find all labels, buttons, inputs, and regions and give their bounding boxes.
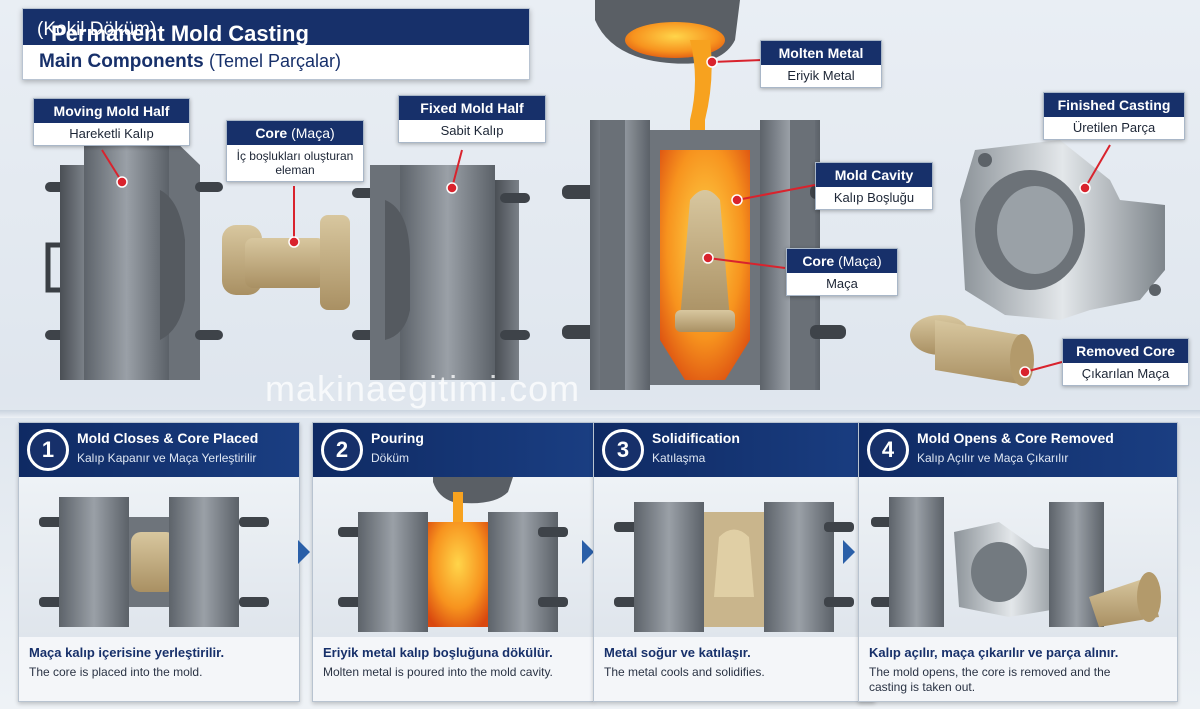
step-title: Pouring bbox=[371, 430, 424, 446]
label-tr: Üretilen Parça bbox=[1072, 120, 1156, 135]
step-text-en: The metal cools and solidifies. bbox=[604, 665, 765, 679]
label-en: Mold Cavity bbox=[816, 163, 932, 187]
step-header: 1 Mold Closes & Core Placed Kalıp Kapanı… bbox=[19, 423, 299, 477]
label-moving-mold-half: Moving Mold Half Hareketli Kalıp bbox=[33, 98, 190, 146]
step-panel-2: 2 Pouring Döküm Eriyik metal kalıp boşlu… bbox=[312, 422, 594, 702]
label-en: Moving Mold Half bbox=[34, 99, 189, 123]
page-title-tr: (Kokil Döküm) bbox=[37, 19, 157, 40]
step-2-illustration bbox=[313, 477, 593, 637]
removed-core-part bbox=[910, 315, 1034, 386]
page-subtitle: Main Components (Temel Parçalar) bbox=[39, 51, 341, 73]
label-tr: Kalıp Boşluğu bbox=[833, 190, 915, 205]
step-text-tr: Eriyik metal kalıp boşluğuna dökülür. bbox=[323, 645, 553, 660]
section-divider bbox=[0, 410, 1200, 418]
subtitle-tr: (Temel Parçalar) bbox=[208, 51, 341, 71]
label-tr: Çıkarılan Maça bbox=[1081, 366, 1170, 381]
title-box: Permanent Mold Casting (Kokil Döküm) Mai… bbox=[22, 8, 530, 80]
step-text-en: The core is placed into the mold. bbox=[29, 665, 203, 679]
step-panel-4: 4 Mold Opens & Core Removed Kalıp Açılır… bbox=[858, 422, 1178, 702]
step-panel-3: 3 Solidification Katılaşma Metal soğur v… bbox=[593, 422, 875, 702]
label-mold-cavity: Mold Cavity Kalıp Boşluğu bbox=[815, 162, 933, 210]
step-title: Solidification bbox=[652, 430, 740, 446]
step-subtitle: Kalıp Açılır ve Maça Çıkarılır bbox=[917, 451, 1069, 465]
label-tr: Hareketli Kalıp bbox=[69, 126, 154, 141]
page-title: Permanent Mold Casting bbox=[51, 21, 309, 46]
step-title: Mold Closes & Core Placed bbox=[77, 430, 259, 446]
finished-casting-part bbox=[960, 140, 1165, 320]
step-header: 3 Solidification Katılaşma bbox=[594, 423, 874, 477]
step-number: 3 bbox=[602, 429, 644, 471]
step-header: 2 Pouring Döküm bbox=[313, 423, 593, 477]
assembled-mold bbox=[562, 120, 846, 390]
step-text-en: Molten metal is poured into the mold cav… bbox=[323, 665, 553, 679]
core-piece bbox=[222, 215, 350, 310]
label-tr: Maça bbox=[826, 276, 858, 291]
subtitle-en: Main Components bbox=[39, 51, 204, 72]
label-en: Core (Maça) bbox=[227, 121, 363, 145]
label-en: Core (Maça) bbox=[787, 249, 897, 273]
label-en: Molten Metal bbox=[761, 41, 881, 65]
step-text-en: The mold opens, the core is removed and … bbox=[869, 665, 1111, 694]
step-3-illustration bbox=[594, 477, 874, 637]
step-title: Mold Opens & Core Removed bbox=[917, 430, 1114, 446]
label-fixed-mold-half: Fixed Mold Half Sabit Kalıp bbox=[398, 95, 546, 143]
step-number: 1 bbox=[27, 429, 69, 471]
arrow-right-icon bbox=[582, 540, 594, 564]
label-core: Core (Maça) İç boşlukları oluşturan elem… bbox=[226, 120, 364, 182]
step-1-illustration bbox=[19, 477, 299, 637]
step-subtitle: Kalıp Kapanır ve Maça Yerleştirilir bbox=[77, 451, 257, 465]
step-subtitle: Döküm bbox=[371, 451, 410, 465]
label-molten-metal: Molten Metal Eriyik Metal bbox=[760, 40, 882, 88]
callout-dots bbox=[116, 56, 1091, 378]
label-en: Finished Casting bbox=[1044, 93, 1184, 117]
label-en: Fixed Mold Half bbox=[399, 96, 545, 120]
label-tr: Eriyik Metal bbox=[787, 68, 855, 83]
step-panel-1: 1 Mold Closes & Core Placed Kalıp Kapanı… bbox=[18, 422, 300, 702]
step-text-tr: Metal soğur ve katılaşır. bbox=[604, 645, 751, 660]
label-removed-core: Removed Core Çıkarılan Maça bbox=[1062, 338, 1189, 386]
label-en: Removed Core bbox=[1063, 339, 1188, 363]
label-finished-casting: Finished Casting Üretilen Parça bbox=[1043, 92, 1185, 140]
callout-lines bbox=[101, 59, 1111, 373]
label-core-center: Core (Maça) Maça bbox=[786, 248, 898, 296]
ladle-pouring bbox=[595, 0, 740, 170]
step-number: 2 bbox=[321, 429, 363, 471]
step-text-tr: Kalıp açılır, maça çıkarılır ve parça al… bbox=[869, 645, 1119, 660]
fixed-mold-half bbox=[352, 165, 530, 380]
title-bar: Permanent Mold Casting (Kokil Döküm) bbox=[23, 9, 529, 46]
step-subtitle: Katılaşma bbox=[652, 451, 706, 465]
label-tr: Sabit Kalıp bbox=[440, 123, 504, 138]
label-tr: İç boşlukları oluşturan eleman bbox=[236, 149, 354, 177]
watermark: makinaegitimi.com bbox=[265, 368, 581, 409]
step-4-illustration bbox=[859, 477, 1177, 637]
step-header: 4 Mold Opens & Core Removed Kalıp Açılır… bbox=[859, 423, 1177, 477]
main-components-illustration bbox=[45, 0, 1165, 390]
arrow-right-icon bbox=[843, 540, 855, 564]
moving-mold-half bbox=[45, 135, 223, 380]
arrow-right-icon bbox=[298, 540, 310, 564]
step-text-tr: Maça kalıp içerisine yerleştirilir. bbox=[29, 645, 225, 660]
step-number: 4 bbox=[867, 429, 909, 471]
